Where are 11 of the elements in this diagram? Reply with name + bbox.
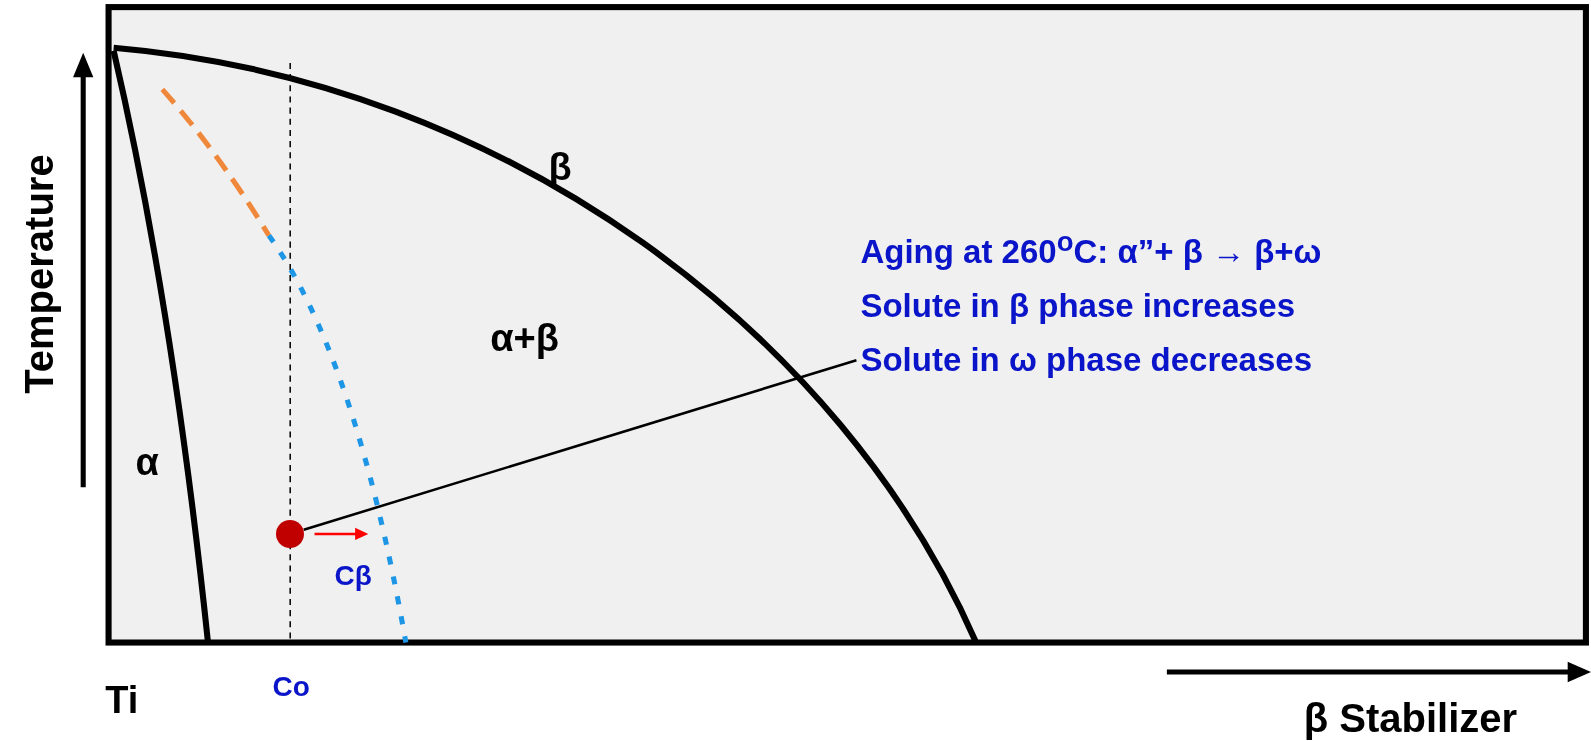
leader-line bbox=[303, 358, 857, 531]
phase-label: α bbox=[135, 442, 159, 481]
annotation-text: Aging at 260$^{o}$C: α”+ β → β+ω bbox=[860, 225, 1322, 273]
annotation-text: Solute in ω phase decreases bbox=[860, 340, 1313, 381]
composition-label: Co bbox=[272, 673, 310, 702]
axis-end-label: Ti bbox=[105, 681, 139, 720]
axis-title: β Stabilizer bbox=[1303, 697, 1518, 738]
composition-label: Cβ bbox=[334, 561, 372, 590]
annotation-text: Solute in β phase increases bbox=[860, 286, 1297, 327]
axis-title: Temperature bbox=[18, 154, 59, 394]
phase-label: α+β bbox=[490, 319, 559, 357]
